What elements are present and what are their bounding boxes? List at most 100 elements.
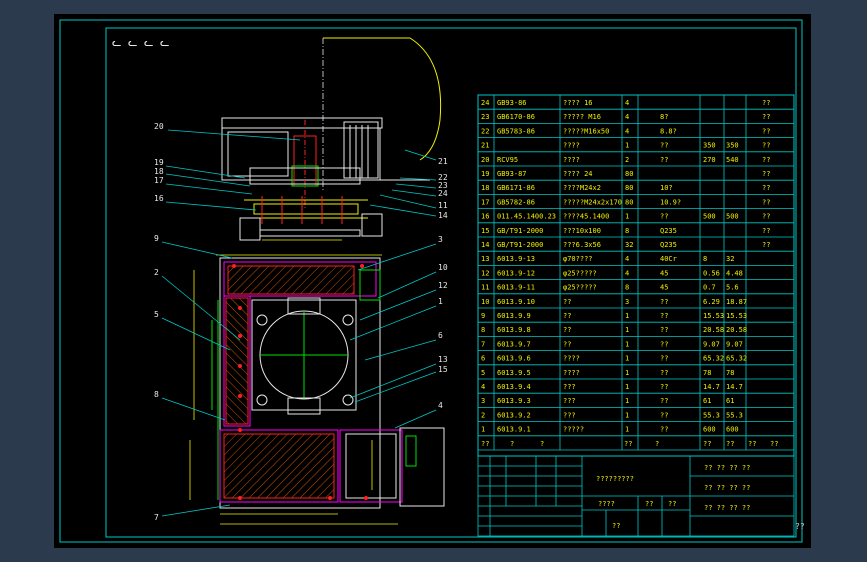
bom-cell: 55.3	[703, 411, 720, 419]
bom-cell: 80	[625, 184, 633, 192]
bom-cell: 600	[703, 426, 716, 434]
bom-cell: GB5783-86	[497, 127, 535, 135]
main-frame	[219, 257, 445, 509]
callout-left: 17	[154, 176, 164, 185]
bom-cell: 20.58	[703, 326, 724, 334]
bom-cell: 540	[726, 156, 739, 164]
bom-cell: 17	[481, 198, 489, 206]
bom-cell: 4	[481, 383, 485, 391]
bom-cell: 4	[625, 255, 629, 263]
bom-cell: ??	[660, 397, 668, 405]
bom-cell: 20.58	[726, 326, 747, 334]
bom-header-cell: ?	[655, 440, 659, 448]
bom-cell: ??	[762, 170, 770, 178]
bom-cell: 3	[625, 298, 629, 306]
bom-cell: 16	[481, 213, 489, 221]
bom-cell: ??	[762, 113, 770, 121]
bom-cell: GB/T91-2000	[497, 241, 543, 249]
bom-cell: ??	[762, 142, 770, 150]
callout-right: 15	[438, 365, 448, 374]
bom-cell: 2	[625, 156, 629, 164]
bom-cell: ??	[660, 213, 668, 221]
bom-cell: ??	[762, 241, 770, 249]
bom-cell: 8	[625, 227, 629, 235]
bom-cell: 1	[625, 383, 629, 391]
bom-cell: 500	[703, 213, 716, 221]
bom-cell: 6013.9.9	[497, 312, 531, 320]
bom-cell: 1	[625, 142, 629, 150]
bom-cell: ????? M16	[563, 113, 601, 121]
bom-cell: 65.32	[703, 355, 724, 363]
bom-cell: 18	[481, 184, 489, 192]
callout-left: 5	[154, 310, 159, 319]
bom-cell: 6013.9-12	[497, 269, 535, 277]
title-label: ??	[645, 500, 653, 508]
bom-cell: ??	[762, 127, 770, 135]
bom-cell: GB6170-86	[497, 113, 535, 121]
bom-cell: 5.6	[726, 284, 739, 292]
outer-frame	[59, 19, 803, 543]
callout-left: 19	[154, 158, 164, 167]
bom-cell: 65.32	[726, 355, 747, 363]
bom-cell: φ25?????	[563, 269, 597, 277]
callout-right: 22	[438, 173, 448, 182]
callout-right: 12	[438, 281, 448, 290]
bom-cell: 10	[481, 298, 489, 306]
bom-cell: ??	[660, 369, 668, 377]
callout-left: 18	[154, 167, 164, 176]
bom-cell: 6013.9-13	[497, 255, 535, 263]
bom-cell: 6013.9.7	[497, 340, 531, 348]
callout-left: 7	[154, 513, 159, 522]
flange	[244, 199, 368, 219]
bom-cell: 13	[481, 255, 489, 263]
callout-right: 1	[438, 297, 443, 306]
bom-cell: 78	[726, 369, 734, 377]
bom-header-cell: ??	[726, 440, 734, 448]
bom-cell: 2	[481, 411, 485, 419]
bom-cell: ???6.3x56	[563, 241, 601, 249]
bom-cell: 20	[481, 156, 489, 164]
bom-cell: 270	[703, 156, 716, 164]
bom-cell: 21	[481, 142, 489, 150]
title-mark: ?? ?? ?? ??	[704, 484, 750, 492]
bom-cell: 19	[481, 170, 489, 178]
bom-cell: 78	[703, 369, 711, 377]
bom-cell: 4	[625, 269, 629, 277]
bom-cell: ??	[660, 426, 668, 434]
bom-cell: ??	[660, 298, 668, 306]
bom-cell: 1	[625, 326, 629, 334]
callout-right: 14	[438, 211, 448, 220]
callout-right: 4	[438, 401, 443, 410]
bom-cell: 3	[481, 397, 485, 405]
bom-cell: 1	[625, 397, 629, 405]
bom-cell: 6013.9.4	[497, 383, 531, 391]
bom-cell: 1	[625, 340, 629, 348]
bom-cell: ???? 16	[563, 99, 593, 107]
bom-cell: 10.9?	[660, 198, 681, 206]
bom-cell: 6013.9.10	[497, 298, 535, 306]
bom-cell: 45	[660, 269, 668, 277]
bom-cell: ??	[660, 142, 668, 150]
bom-cell: ???	[563, 411, 576, 419]
bom-cell: 6013.9.6	[497, 355, 531, 363]
bom-cell: ?????M16x50	[563, 127, 609, 135]
callout-leaders	[161, 129, 437, 517]
bom-cell: 7	[481, 340, 485, 348]
bom-header-cell: ??	[770, 440, 778, 448]
bom-cell: GB/T91-2000	[497, 227, 543, 235]
bom-cell: 80	[625, 170, 633, 178]
bom-cell: 24	[481, 99, 489, 107]
callouts: 20 19 18 17 16 9 2 5 8 7 21 22 23 24 11 …	[154, 122, 448, 522]
bom-cell: 0.56	[703, 269, 720, 277]
title-label: ????	[598, 500, 615, 508]
bom-cell: 32	[726, 255, 734, 263]
bom-cell: 6013.9-11	[497, 284, 535, 292]
callout-right: 23	[438, 181, 448, 190]
bom-cell: RCV95	[497, 156, 518, 164]
centre-drum	[251, 297, 357, 415]
callout-right: 6	[438, 331, 443, 340]
bom-cell: 4	[625, 99, 629, 107]
bom-cell: 600	[726, 426, 739, 434]
bom-cell: 61	[703, 397, 711, 405]
